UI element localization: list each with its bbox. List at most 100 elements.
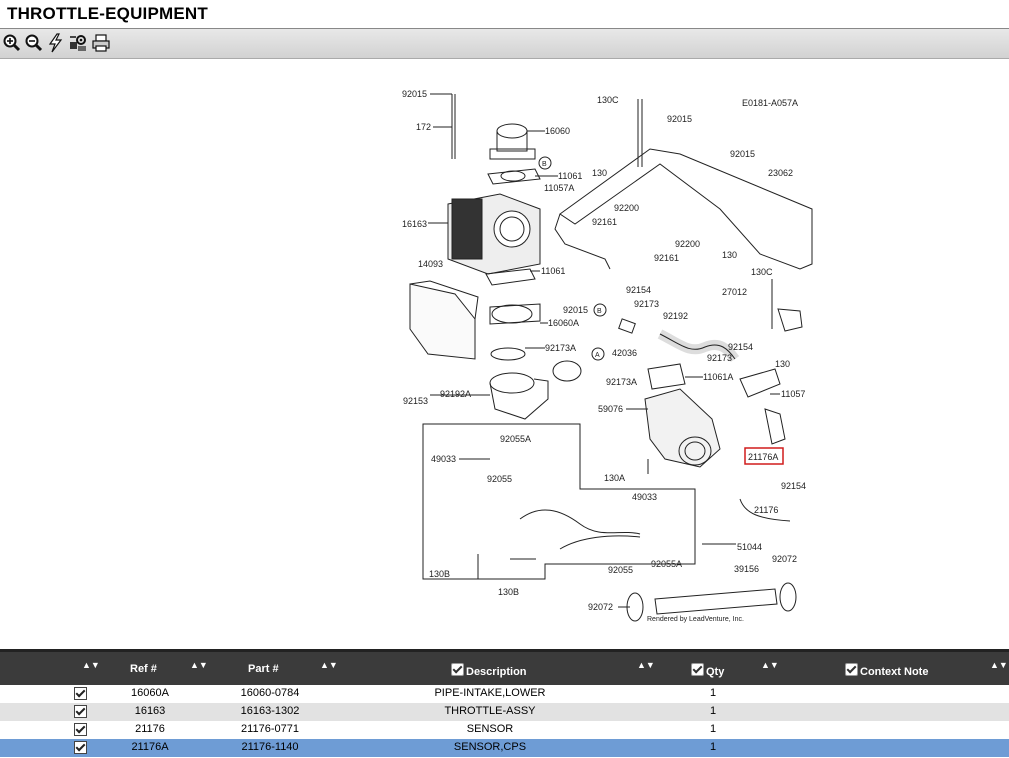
callout-label: 92015 — [667, 114, 692, 124]
callout-label: 92154 — [781, 481, 806, 491]
edit-checkbox-icon[interactable] — [74, 723, 87, 736]
callout-label: 27012 — [722, 287, 747, 297]
callout-label: 11057A — [544, 183, 574, 193]
callout-label: 130 — [722, 250, 737, 260]
callout-label: 92200 — [614, 203, 639, 213]
callout-label: 21176 — [754, 505, 778, 515]
column-description[interactable]: Description — [451, 663, 527, 678]
callout-label: 59076 — [598, 404, 623, 414]
column-qty[interactable]: Qty — [691, 663, 724, 678]
callout-label: 11057 — [781, 389, 805, 399]
callout-label: 92161 — [654, 253, 679, 263]
callout-label: 130C — [597, 95, 619, 105]
cell-description: SENSOR,CPS — [390, 741, 590, 753]
toolbar — [0, 29, 1009, 59]
table-header: ▲▼ Ref # ▲▼ Part # ▲▼ Description ▲▼ Qty… — [0, 649, 1009, 685]
cell-qty: 1 — [700, 705, 726, 717]
svg-text:B: B — [597, 308, 602, 315]
callout-label: 130 — [775, 359, 790, 369]
callout-label: 16163 — [402, 219, 427, 229]
render-credit: Rendered by LeadVenture, Inc. — [647, 616, 744, 623]
callout-label: 92153 — [403, 396, 428, 406]
parts-table: ▲▼ Ref # ▲▼ Part # ▲▼ Description ▲▼ Qty… — [0, 649, 1009, 758]
column-part[interactable]: Part # — [248, 663, 279, 675]
callout-label: 39156 — [734, 564, 759, 574]
diagram-code: E0181-A057A — [742, 98, 798, 108]
sort-icon[interactable]: ▲▼ — [637, 662, 655, 669]
callout-label: 23062 — [768, 168, 793, 178]
cell-ref: 16163 — [110, 705, 190, 717]
cell-qty: 1 — [700, 741, 726, 753]
sort-icon[interactable]: ▲▼ — [190, 662, 208, 669]
callout-label: 92173A — [545, 343, 576, 353]
column-context-note[interactable]: Context Note — [845, 663, 928, 678]
cell-part: 16060-0784 — [230, 687, 310, 699]
edit-checkbox-icon[interactable] — [74, 705, 87, 718]
callout-label: 92072 — [772, 554, 797, 564]
callout-label: 92055 — [608, 565, 633, 575]
callout-label: 16060A — [548, 318, 579, 328]
edit-checkbox-icon[interactable] — [74, 687, 87, 700]
cell-part: 16163-1302 — [230, 705, 310, 717]
callout-label: 16060 — [545, 126, 570, 136]
cell-description: THROTTLE-ASSY — [390, 705, 590, 717]
callout-label: 92015 — [730, 149, 755, 159]
callout-label: 92055A — [651, 559, 682, 569]
checkbox-icon[interactable] — [691, 663, 704, 676]
callout-label: 130 — [592, 168, 607, 178]
column-ref[interactable]: Ref # — [130, 663, 157, 675]
callout-label: 92055 — [487, 474, 512, 484]
checkbox-icon[interactable] — [451, 663, 464, 676]
exploded-view-drawing: B B A E0181-A057A Rendered by LeadVentur… — [0, 59, 1009, 649]
table-row-selected[interactable]: 21176A 21176-1140 SENSOR,CPS 1 — [0, 739, 1009, 757]
cell-part: 21176-1140 — [230, 741, 310, 753]
zoom-in-icon[interactable] — [2, 33, 22, 53]
table-row[interactable]: 16060A 16060-0784 PIPE-INTAKE,LOWER 1 — [0, 685, 1009, 703]
settings-icon[interactable] — [68, 33, 88, 53]
callout-label: 49033 — [431, 454, 456, 464]
callout-label: 92173 — [634, 299, 659, 309]
svg-text:A: A — [595, 352, 600, 359]
callout-label: 92192 — [663, 311, 688, 321]
callout-label: 172 — [416, 122, 431, 132]
parts-diagram: B B A E0181-A057A Rendered by LeadVentur… — [0, 59, 1009, 649]
callout-label: 92072 — [588, 602, 613, 612]
column-context-label: Context Note — [860, 666, 928, 678]
callout-label: 92192A — [440, 389, 471, 399]
callout-label: 130B — [429, 569, 450, 579]
cell-qty: 1 — [700, 687, 726, 699]
callout-label: 11061 — [558, 171, 582, 181]
lightning-icon[interactable] — [46, 33, 66, 53]
sort-icon[interactable]: ▲▼ — [82, 662, 100, 669]
cell-part: 21176-0771 — [230, 723, 310, 735]
callout-label: 92173A — [606, 377, 637, 387]
callout-label: 92015 — [563, 305, 588, 315]
column-qty-label: Qty — [706, 666, 724, 678]
callout-label: 130B — [498, 587, 519, 597]
page-title: THROTTLE-EQUIPMENT — [7, 4, 208, 24]
sort-icon[interactable]: ▲▼ — [761, 662, 779, 669]
callout-label: 49033 — [632, 492, 657, 502]
checkbox-icon[interactable] — [845, 663, 858, 676]
callout-label: 92154 — [626, 285, 651, 295]
table-row[interactable]: 21176 21176-0771 SENSOR 1 — [0, 721, 1009, 739]
print-icon[interactable] — [91, 33, 111, 53]
callout-label: 92154 — [728, 342, 753, 352]
callout-label: 92200 — [675, 239, 700, 249]
sort-icon[interactable]: ▲▼ — [990, 662, 1008, 669]
callout-label: 51044 — [737, 542, 762, 552]
cell-ref: 21176 — [110, 723, 190, 735]
callout-label: 14093 — [418, 259, 443, 269]
callout-label: 92161 — [592, 217, 617, 227]
callout-label: 92015 — [402, 89, 427, 99]
table-row[interactable]: 16163 16163-1302 THROTTLE-ASSY 1 — [0, 703, 1009, 721]
title-bar: THROTTLE-EQUIPMENT — [0, 0, 1009, 29]
edit-checkbox-icon[interactable] — [74, 741, 87, 754]
zoom-out-icon[interactable] — [24, 33, 44, 53]
cell-ref: 16060A — [110, 687, 190, 699]
cell-ref: 21176A — [110, 741, 190, 753]
cell-description: PIPE-INTAKE,LOWER — [390, 687, 590, 699]
callout-label: 42036 — [612, 348, 637, 358]
sort-icon[interactable]: ▲▼ — [320, 662, 338, 669]
callout-label: 11061A — [703, 372, 733, 382]
